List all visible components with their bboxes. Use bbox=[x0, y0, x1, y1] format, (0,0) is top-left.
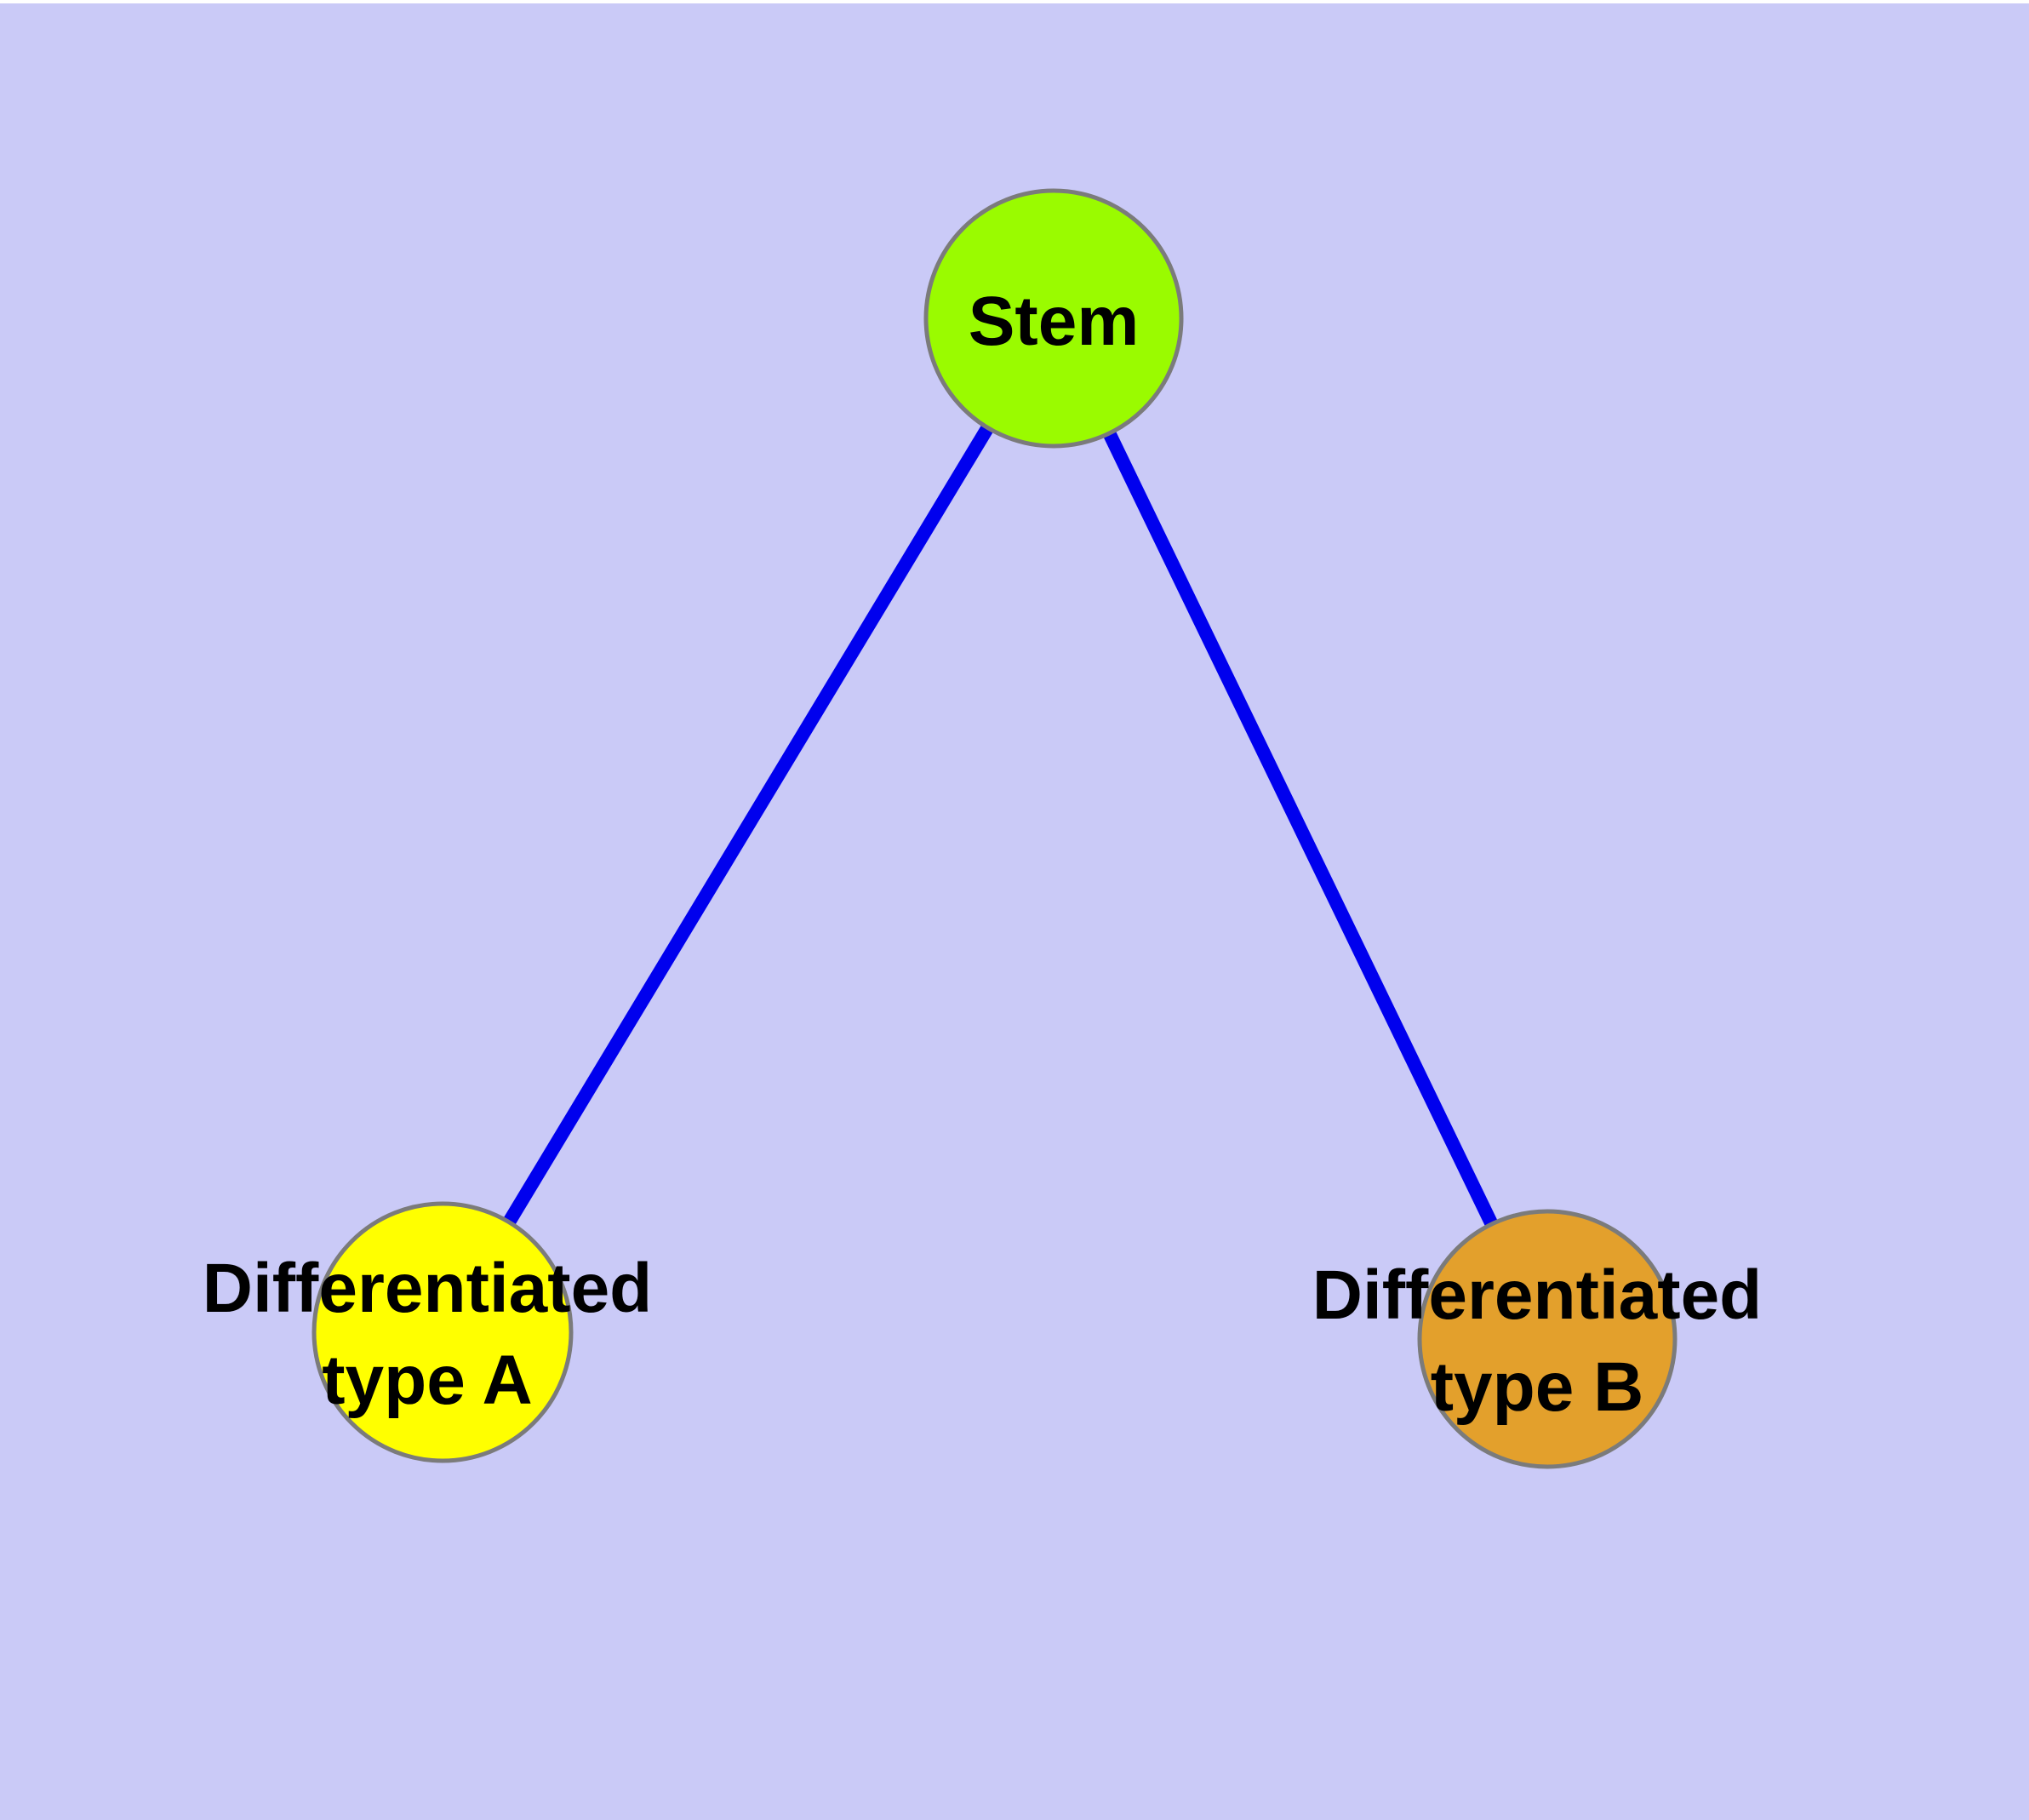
edge-stem-to-type-b bbox=[1047, 315, 1554, 1342]
node-stem bbox=[923, 188, 1184, 449]
top-margin-strip bbox=[0, 0, 2029, 3]
node-type-a bbox=[311, 1201, 574, 1463]
node-type-b bbox=[1417, 1209, 1677, 1469]
edge-stem-to-type-a bbox=[437, 314, 1060, 1336]
